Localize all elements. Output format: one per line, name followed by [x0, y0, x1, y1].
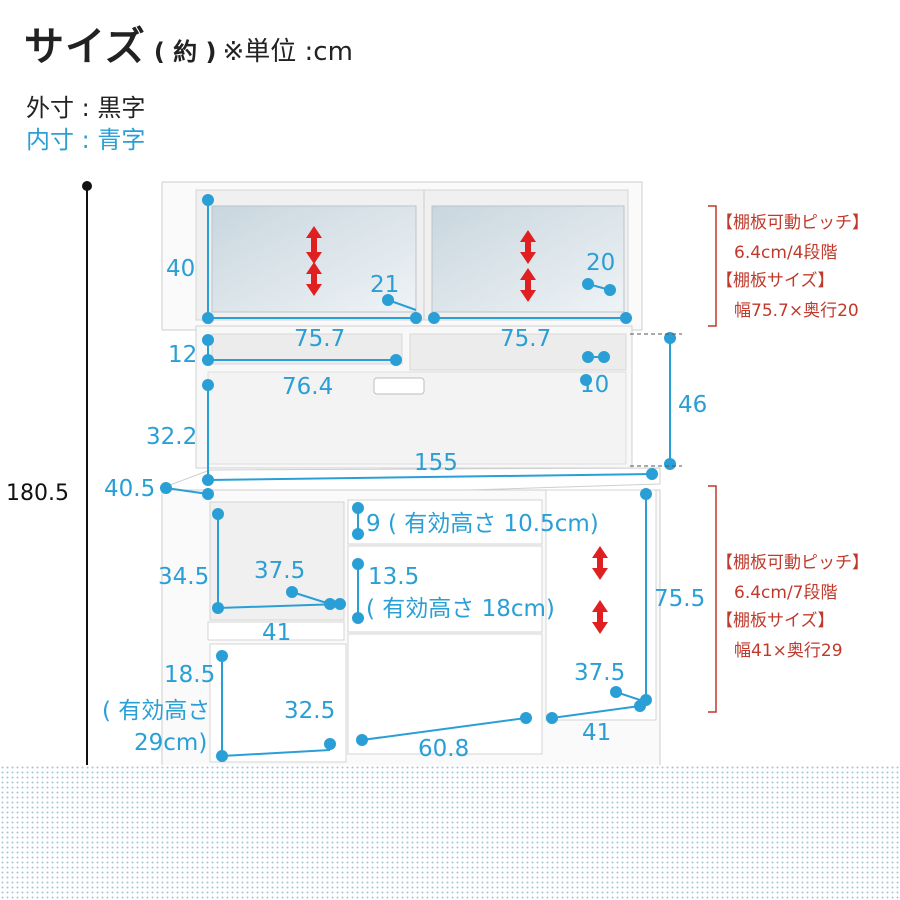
- label-counter-h: 32.2: [146, 424, 197, 450]
- outlet: [373, 377, 425, 395]
- label-drawer2-h: 13.5: [368, 564, 419, 590]
- drawer-1: [347, 499, 543, 545]
- label-counter-full-w: 155: [414, 450, 458, 476]
- legend-outer-dimension: 外寸 : 黒字: [26, 94, 146, 122]
- label-center-bottom-w: 60.8: [418, 736, 469, 762]
- label-drawer1: 9 ( 有効高さ 10.5cm): [366, 511, 599, 537]
- page-title: サイズ ( 約 ) ※単位 :cm: [24, 14, 353, 72]
- svg-text:6.4cm/4段階: 6.4cm/4段階: [734, 243, 838, 263]
- total-height-dimension: 180.5: [6, 181, 92, 770]
- label-open-upper-h: 12: [168, 342, 197, 368]
- label-left-bottom-eff2: 29cm): [134, 730, 207, 756]
- label-right-cab-d: 37.5: [574, 660, 625, 686]
- guide-lines: [630, 333, 682, 467]
- note-lower: 【棚板可動ピッチ】 6.4cm/7段階 【棚板サイズ】 幅41×奥行29: [716, 553, 869, 661]
- title-unit: ※単位 :cm: [222, 37, 353, 67]
- bottom-left-door: [209, 643, 347, 763]
- svg-text:【棚板可動ピッチ】: 【棚板可動ピッチ】: [716, 553, 869, 573]
- label-left-niche-h: 34.5: [158, 564, 209, 590]
- label-mid-h: 46: [678, 392, 707, 418]
- label-counter-w: 76.4: [282, 374, 333, 400]
- inner-dimension-labels: 40 21 20 75.7 75.7 12 10 76.4 32.2 46 15…: [102, 250, 707, 762]
- label-left-bottom-h: 18.5: [164, 662, 215, 688]
- svg-text:幅41×奥行29: 幅41×奥行29: [734, 641, 843, 661]
- note-upper: 【棚板可動ピッチ】 6.4cm/4段階 【棚板サイズ】 幅75.7×奥行20: [716, 213, 869, 321]
- label-left-niche-w: 41: [262, 620, 291, 646]
- title-main: サイズ: [24, 24, 146, 70]
- shelf-adjust-arrows: [306, 226, 608, 634]
- label-upper-depth-r: 20: [586, 250, 615, 276]
- inner-dimension-lines: [160, 194, 676, 762]
- label-left-bottom-d: 32.5: [284, 698, 335, 724]
- label-right-cab-w: 41: [582, 720, 611, 746]
- legend-inner-dimension: 内寸 : 青字: [26, 126, 146, 154]
- note-brackets: [708, 205, 717, 713]
- svg-text:【棚板サイズ】: 【棚板サイズ】: [716, 611, 835, 631]
- label-upper-door-h: 40: [166, 256, 195, 282]
- bottom-center-door: [347, 633, 543, 755]
- label-upper-w-r: 75.7: [500, 326, 551, 352]
- label-right-cab-h: 75.5: [654, 586, 705, 612]
- svg-text:幅75.7×奥行20: 幅75.7×奥行20: [734, 301, 859, 321]
- label-counter-depth: 40.5: [104, 476, 155, 502]
- label-left-bottom-eff1: ( 有効高さ: [102, 698, 210, 724]
- dotted-overlay: [0, 765, 900, 900]
- cabinet-body: [160, 181, 661, 771]
- label-open-upper-d: 10: [580, 372, 609, 398]
- svg-text:6.4cm/7段階: 6.4cm/7段階: [734, 583, 838, 603]
- label-upper-depth-l: 21: [370, 272, 399, 298]
- label-drawer2-eff: ( 有効高さ 18cm): [366, 596, 555, 622]
- svg-text:180.5: 180.5: [6, 481, 69, 506]
- svg-text:【棚板サイズ】: 【棚板サイズ】: [716, 271, 835, 291]
- label-left-niche-d: 37.5: [254, 558, 305, 584]
- title-approx: ( 約 ): [153, 38, 217, 66]
- label-upper-w-l: 75.7: [294, 326, 345, 352]
- svg-text:【棚板可動ピッチ】: 【棚板可動ピッチ】: [716, 213, 869, 233]
- drawer-2: [347, 545, 543, 633]
